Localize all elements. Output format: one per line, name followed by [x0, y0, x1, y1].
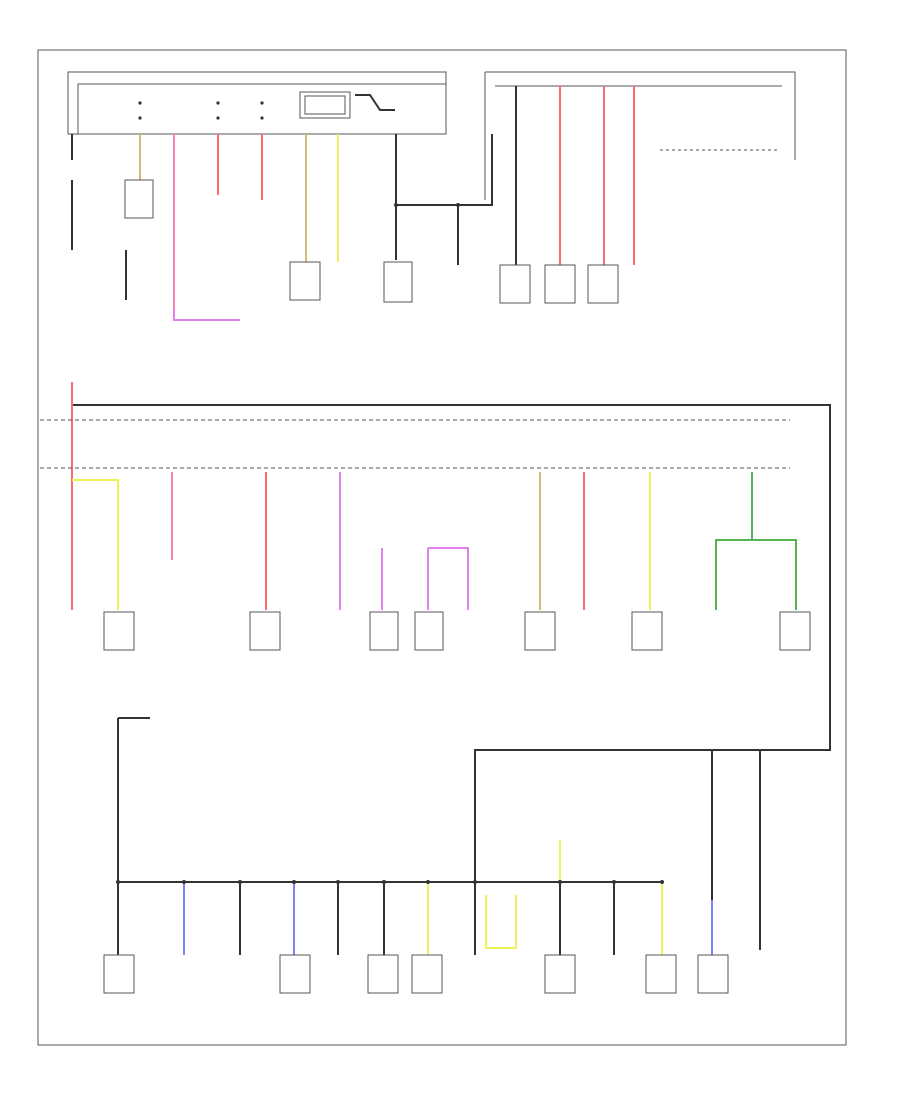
- fuse-box-left: [67, 71, 447, 135]
- connection-dots: [116, 203, 664, 884]
- fuse-switch: [355, 94, 395, 111]
- fuse-box-right: [485, 71, 796, 160]
- top-row-components: [124, 179, 619, 304]
- bottom-row-components: [103, 954, 729, 994]
- fuse-link: [299, 91, 351, 119]
- bottom-row-wires: [117, 882, 713, 955]
- top-row-wires: [71, 86, 635, 321]
- middle-row-wires: [71, 472, 797, 610]
- fuse-markers-left: [138, 101, 264, 120]
- middle-row-components: [103, 611, 811, 651]
- middle-bus: [40, 382, 831, 790]
- fuse-link-inner: [304, 95, 346, 115]
- bottom-bus: [117, 717, 761, 950]
- page-frame: [37, 49, 847, 1046]
